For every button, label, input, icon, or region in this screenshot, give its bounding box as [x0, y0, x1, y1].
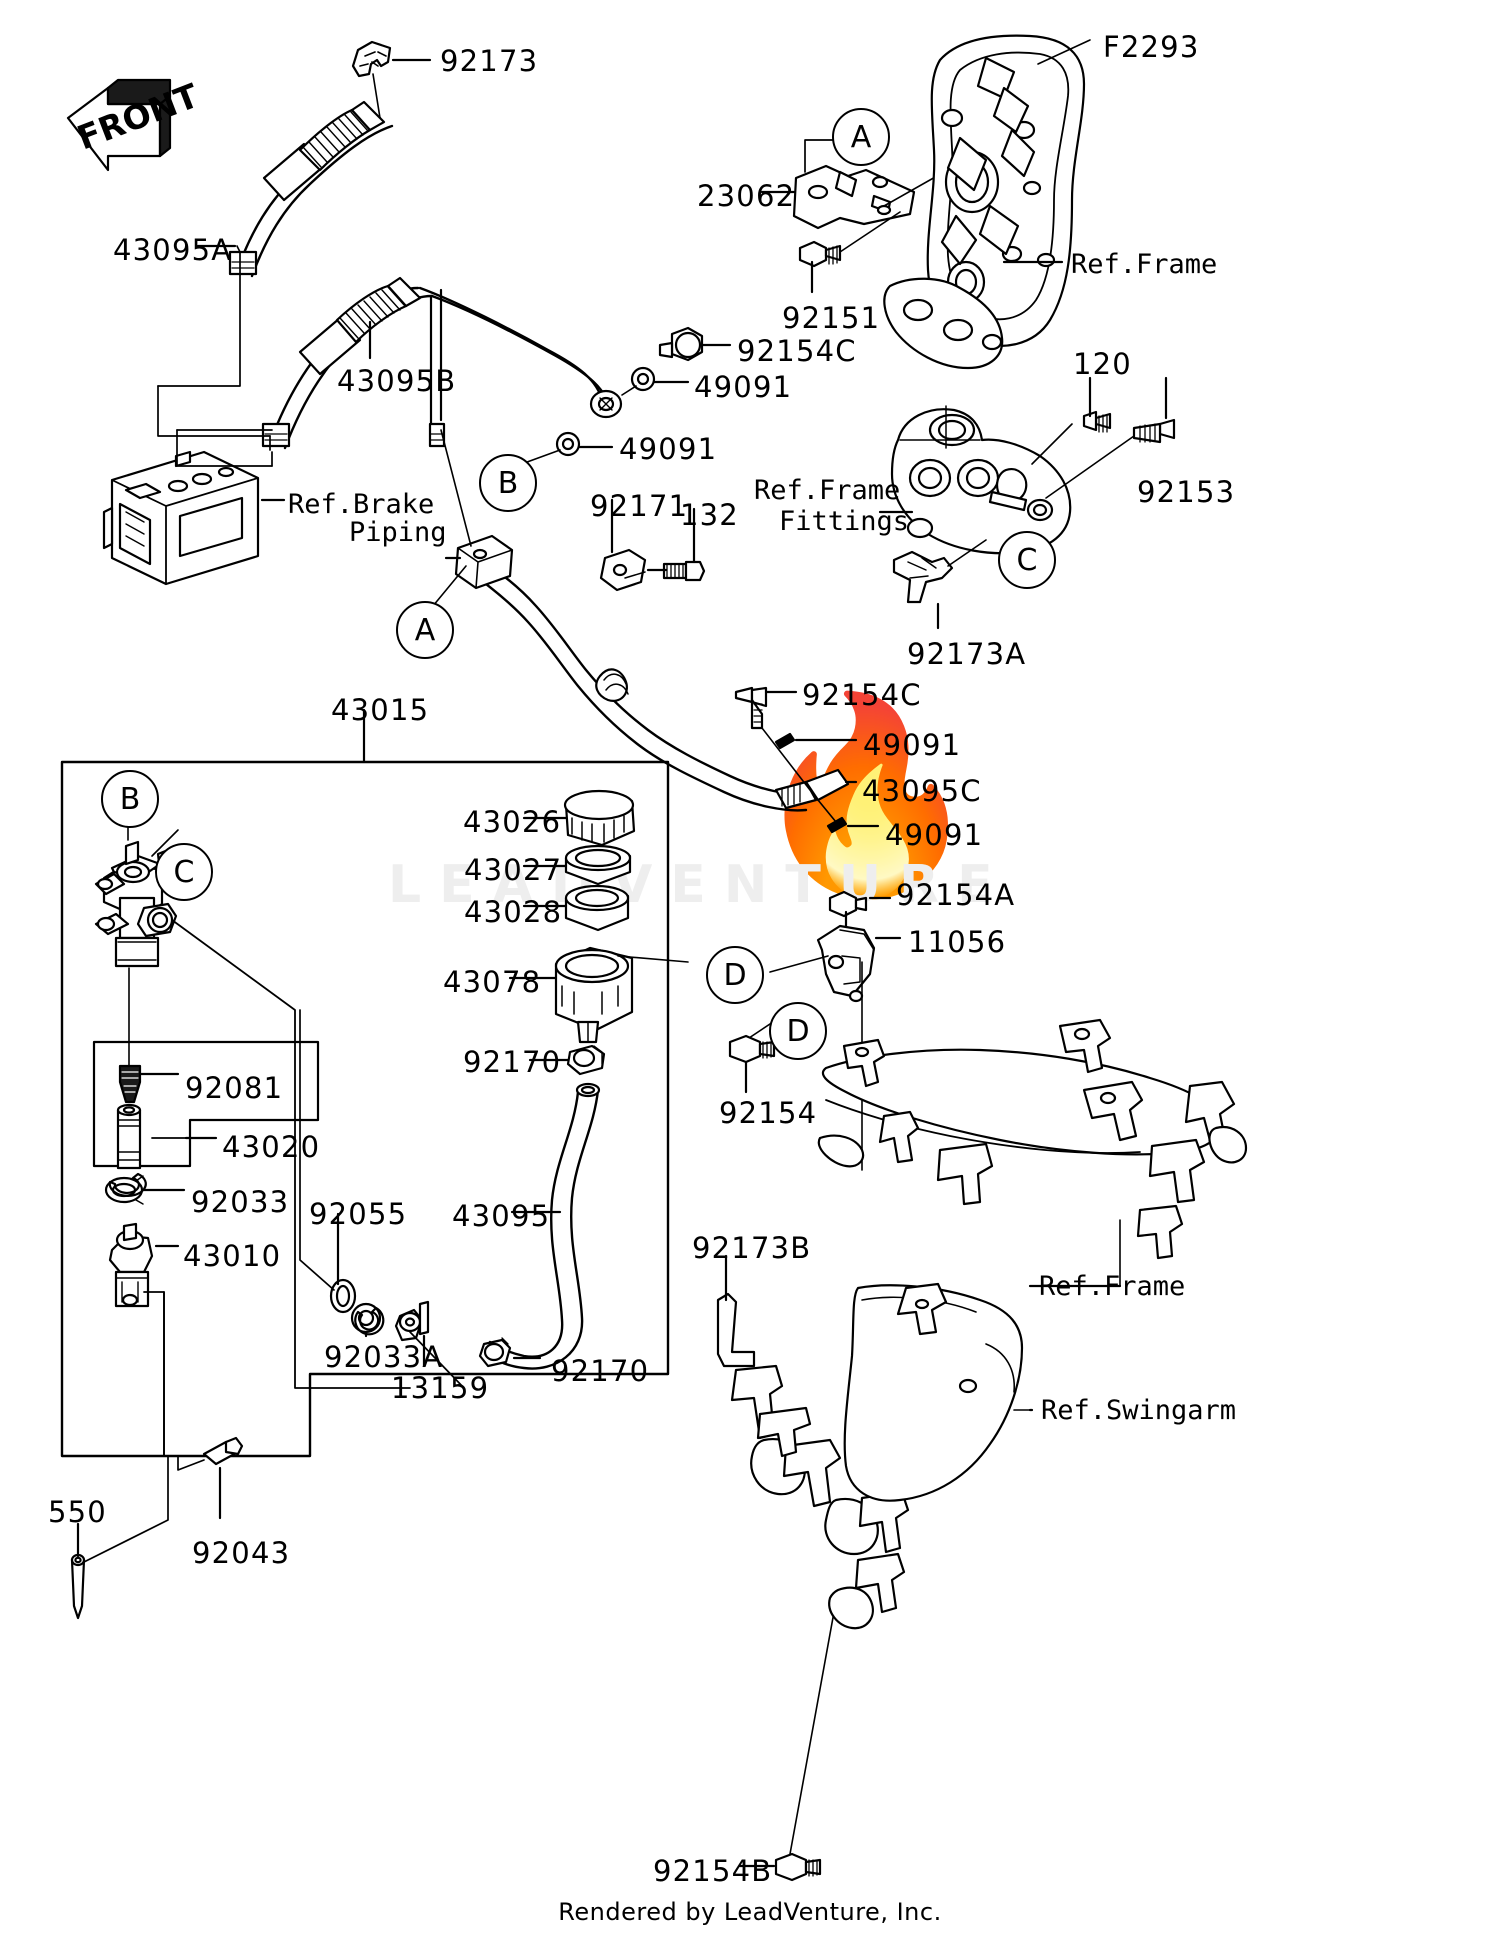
callout-92154c-upper: 92154C — [737, 334, 857, 368]
callout-92170-lower: 92170 — [551, 1354, 650, 1388]
bubble-c-right: C — [998, 531, 1056, 589]
bubble-d-lower: D — [769, 1002, 827, 1060]
brand-watermark: LEADVENTURE — [388, 855, 1011, 915]
callout-49091-b: 49091 — [619, 432, 718, 466]
callout-13159: 13159 — [391, 1371, 490, 1405]
callout-92151: 92151 — [782, 301, 881, 335]
bubble-b-upper: B — [479, 454, 537, 512]
callout-92055: 92055 — [309, 1197, 408, 1231]
callout-92173b: 92173B — [692, 1231, 812, 1265]
callout-49091-a: 49091 — [694, 370, 793, 404]
callout-49091-c: 49091 — [863, 728, 962, 762]
callout-92173: 92173 — [440, 44, 539, 78]
callout-92154: 92154 — [719, 1096, 818, 1130]
callout-ref-frame-mid: Ref.Frame — [1039, 1271, 1186, 1302]
bubble-c-box: C — [155, 843, 213, 901]
callout-92170-upper: 92170 — [463, 1045, 562, 1079]
callout-43078: 43078 — [443, 965, 542, 999]
callout-43020: 43020 — [222, 1130, 321, 1164]
callout-ref-swingarm: Ref.Swingarm — [1041, 1395, 1237, 1426]
callout-120: 120 — [1073, 347, 1132, 381]
callout-43095: 43095 — [452, 1199, 551, 1233]
callout-43028: 43028 — [464, 895, 563, 929]
callout-43026: 43026 — [463, 805, 562, 839]
callout-ref-brake-2: Piping — [349, 517, 447, 548]
callout-43095a: 43095A — [113, 233, 233, 267]
callout-ref-brake-1: Ref.Brake — [288, 489, 435, 520]
callout-92043: 92043 — [192, 1536, 291, 1570]
bubble-d-upper: D — [706, 946, 764, 1004]
callout-550: 550 — [48, 1495, 107, 1529]
callout-92033a: 92033A — [324, 1340, 444, 1374]
callout-132: 132 — [680, 498, 739, 532]
callout-92154c-lower: 92154C — [802, 678, 922, 712]
footer-credit: Rendered by LeadVenture, Inc. — [558, 1898, 942, 1926]
callout-92153: 92153 — [1137, 475, 1236, 509]
callout-ref-frame-fittings-1: Ref.Frame — [754, 475, 901, 506]
callout-92173a: 92173A — [907, 637, 1027, 671]
callout-49091-d: 49091 — [885, 818, 984, 852]
bubble-a-top: A — [832, 108, 890, 166]
callout-92033: 92033 — [191, 1185, 290, 1219]
bubble-b-box: B — [101, 770, 159, 828]
callout-43010: 43010 — [183, 1239, 282, 1273]
callout-92081: 92081 — [185, 1071, 284, 1105]
callout-43015: 43015 — [331, 693, 430, 727]
callout-92154b: 92154B — [653, 1854, 773, 1888]
callout-92171: 92171 — [590, 489, 689, 523]
callout-ref-frame-fittings-2: Fittings — [779, 506, 910, 537]
callout-23062: 23062 — [697, 179, 796, 213]
callout-92154a: 92154A — [896, 878, 1016, 912]
callout-43027: 43027 — [464, 853, 563, 887]
callout-43095c: 43095C — [862, 774, 982, 808]
callout-f2293: F2293 — [1103, 30, 1200, 64]
bubble-a-mid: A — [396, 601, 454, 659]
callout-43095b: 43095B — [337, 364, 457, 398]
callout-ref-frame-top: Ref.Frame — [1071, 249, 1218, 280]
callout-11056: 11056 — [908, 925, 1007, 959]
